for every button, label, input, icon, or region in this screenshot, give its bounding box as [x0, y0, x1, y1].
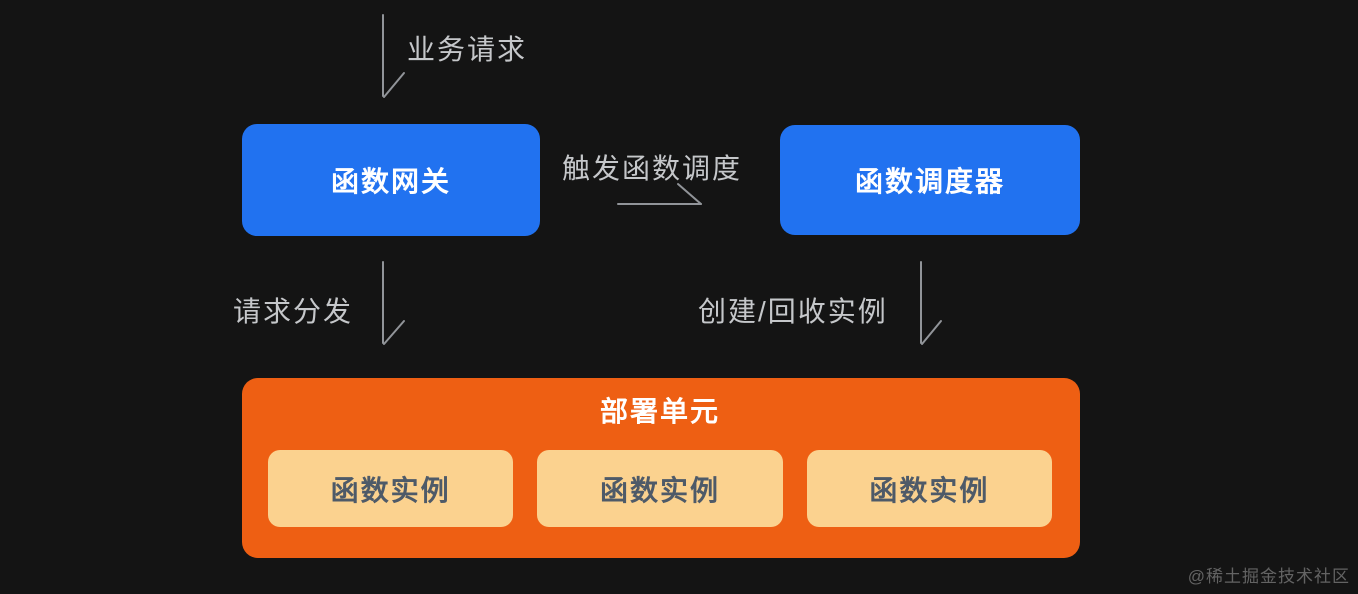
function-instance-box: 函数实例: [268, 450, 514, 527]
trigger-schedule-arrow: [617, 183, 702, 205]
create-recycle-arrow: [920, 261, 942, 345]
function-instance-label: 函数实例: [869, 474, 990, 506]
create-recycle-label: 创建/回收实例: [698, 296, 888, 327]
function-instance-box: 函数实例: [806, 450, 1052, 527]
instance-row: 函数实例 函数实例 函数实例: [268, 450, 1052, 527]
function-instance-label: 函数实例: [599, 474, 720, 506]
deploy-unit-title: 部署单元: [599, 396, 720, 427]
scheduler-node-label: 函数调度器: [854, 166, 1005, 197]
gateway-node-label: 函数网关: [330, 166, 451, 197]
business-request-label: 业务请求: [407, 34, 528, 65]
business-request-arrow: [382, 14, 405, 98]
request-dispatch-arrow: [382, 261, 405, 345]
request-dispatch-label: 请求分发: [233, 296, 354, 327]
function-instance-label: 函数实例: [330, 474, 451, 506]
function-instance-box: 函数实例: [537, 450, 783, 527]
trigger-schedule-label: 触发函数调度: [562, 153, 743, 184]
gateway-node: 函数网关: [242, 124, 540, 236]
deploy-unit-container: 部署单元 函数实例 函数实例 函数实例: [242, 378, 1080, 558]
scheduler-node: 函数调度器: [780, 125, 1080, 235]
community-watermark: @稀土掘金技术社区: [1187, 567, 1350, 586]
